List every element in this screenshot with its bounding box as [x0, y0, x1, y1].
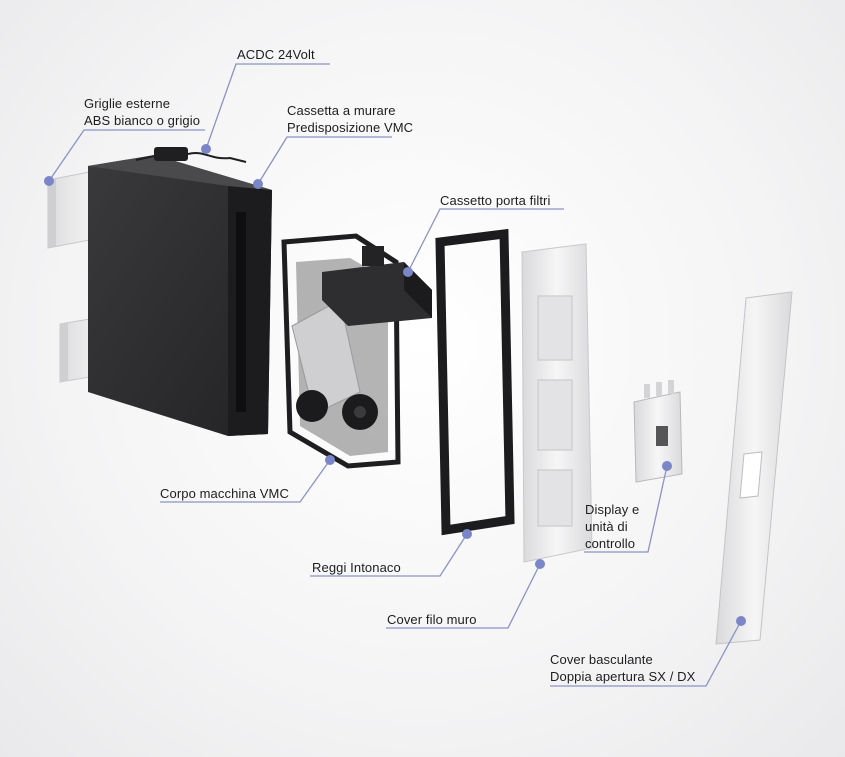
- label-cover-bascul: Cover basculante Doppia apertura SX / DX: [550, 651, 695, 685]
- label-corpo: Corpo macchina VMC: [160, 485, 289, 502]
- label-cover-bascul-line2: Doppia apertura SX / DX: [550, 669, 696, 684]
- label-cassetto: Cassetto porta filtri: [440, 192, 550, 209]
- leader-griglie: [48, 129, 205, 182]
- label-display: Display e unità di controllo: [585, 501, 639, 552]
- leader-cassetto: [407, 208, 564, 273]
- marker-cover-bascul: [736, 616, 746, 626]
- marker-cassetta: [253, 179, 263, 189]
- flush-wall-cover: [521, 243, 593, 563]
- label-cover-filo-text: Cover filo muro: [387, 612, 477, 627]
- marker-griglie: [44, 176, 54, 186]
- label-cassetto-text: Cassetto porta filtri: [440, 193, 551, 208]
- label-cassetta-line2: Predisposizione VMC: [287, 120, 414, 135]
- plaster-frame: [435, 228, 515, 536]
- leader-reggi: [310, 533, 468, 577]
- label-reggi-text: Reggi Intonaco: [312, 560, 401, 575]
- marker-cover-filo: [535, 559, 545, 569]
- leader-cassetta: [257, 136, 392, 185]
- marker-reggi: [462, 529, 472, 539]
- marker-display: [662, 461, 672, 471]
- label-griglie: Griglie esterne ABS bianco o grigio: [84, 95, 200, 129]
- label-display-line2: unità di: [585, 519, 628, 534]
- label-cassetta: Cassetta a murare Predisposizione VMC: [287, 102, 413, 136]
- leader-display: [584, 465, 668, 553]
- leader-lines: [48, 63, 742, 687]
- leader-cover-filo: [386, 563, 541, 629]
- label-reggi: Reggi Intonaco: [312, 559, 401, 576]
- label-cover-filo: Cover filo muro: [387, 611, 477, 628]
- label-display-line1: Display e: [585, 502, 640, 517]
- marker-acdc: [201, 144, 211, 154]
- label-cassetta-line1: Cassetta a murare: [287, 103, 396, 118]
- leader-corpo: [160, 459, 331, 503]
- label-cover-bascul-line1: Cover basculante: [550, 652, 653, 667]
- power-adapter: [135, 147, 247, 163]
- label-display-line3: controllo: [585, 536, 636, 551]
- label-griglie-line1: Griglie esterne: [84, 96, 171, 111]
- leader-acdc: [205, 63, 330, 150]
- marker-corpo: [325, 455, 335, 465]
- display-control-unit: [633, 380, 683, 483]
- label-corpo-text: Corpo macchina VMC: [160, 486, 289, 501]
- label-griglie-line2: ABS bianco o grigio: [84, 113, 201, 128]
- marker-cassetto: [403, 267, 413, 277]
- leader-cover-bascul: [550, 620, 742, 687]
- label-acdc: ACDC 24Volt: [237, 46, 315, 63]
- tilting-cover: [715, 291, 793, 645]
- wall-box: [88, 155, 272, 436]
- marker-dots: [44, 144, 746, 626]
- label-acdc-text: ACDC 24Volt: [237, 47, 315, 62]
